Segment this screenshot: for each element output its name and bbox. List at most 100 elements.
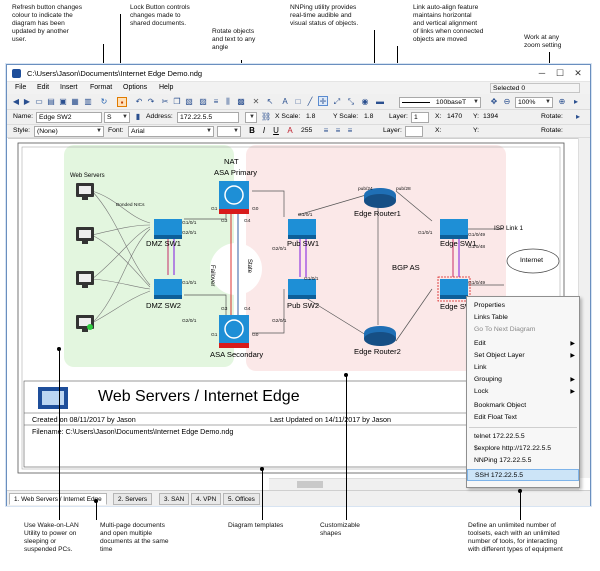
- rectangle-tool-icon[interactable]: □: [295, 97, 301, 106]
- context-menu-item[interactable]: Properties: [467, 300, 579, 312]
- forward-icon[interactable]: ▶: [23, 97, 31, 106]
- internet-label[interactable]: Internet: [520, 257, 544, 264]
- link-align-icon[interactable]: ✛: [318, 96, 328, 106]
- context-menu-item[interactable]: NNPing 172.22.5.5: [467, 455, 579, 467]
- y-value[interactable]: 1394: [483, 113, 499, 120]
- context-menu-item[interactable]: Links Table: [467, 312, 579, 324]
- context-menu-item[interactable]: Edit Float Text: [467, 412, 579, 424]
- layer-dropdown[interactable]: 1: [411, 112, 429, 123]
- menu-options[interactable]: Options: [123, 84, 148, 91]
- font-size-dropdown[interactable]: ▼: [217, 126, 241, 137]
- maximize-button[interactable]: ☐: [555, 68, 565, 78]
- line-tool-icon[interactable]: ╱: [307, 97, 313, 106]
- edge-sw2-label[interactable]: Edge SW2: [440, 302, 477, 311]
- group-icon[interactable]: ▩: [237, 97, 245, 106]
- bold-icon[interactable]: B: [249, 126, 255, 135]
- redo-icon[interactable]: ↷: [147, 97, 155, 106]
- tab-san[interactable]: 3. SAN: [159, 493, 190, 505]
- asa-primary-label[interactable]: ASA Primary: [214, 168, 258, 177]
- zoom-out-icon[interactable]: ⊖: [503, 97, 511, 106]
- shape-properties-icon[interactable]: ▮: [135, 112, 141, 121]
- text-layer-dropdown[interactable]: [405, 126, 423, 137]
- print-icon[interactable]: ▦: [71, 97, 79, 106]
- back-icon[interactable]: ◀: [12, 97, 20, 106]
- pan-icon[interactable]: ✥: [490, 97, 498, 106]
- align-right-icon[interactable]: ≡: [347, 126, 353, 135]
- yscale-value[interactable]: 1.8: [364, 113, 374, 120]
- undo-icon[interactable]: ↶: [135, 97, 143, 106]
- dmz-sw1-label[interactable]: DMZ SW1: [146, 239, 182, 248]
- menu-edit[interactable]: Edit: [37, 84, 50, 91]
- paste-icon[interactable]: ▧: [185, 97, 193, 106]
- menu-file[interactable]: File: [15, 84, 27, 91]
- font-dropdown[interactable]: Arial▼: [128, 126, 214, 137]
- tab-servers[interactable]: 2. Servers: [113, 493, 153, 505]
- style-dropdown[interactable]: (None)▼: [34, 126, 104, 137]
- link-type-dropdown[interactable]: 100baseT ▼: [399, 97, 481, 108]
- toolbar-options-icon[interactable]: ▸: [573, 97, 578, 106]
- save-icon[interactable]: ▣: [59, 97, 67, 106]
- x-value[interactable]: 1470: [447, 113, 463, 120]
- context-menu-item[interactable]: Bookmark Object: [467, 400, 579, 412]
- toolbar-options-icon[interactable]: ▸: [575, 112, 580, 121]
- zoom-in-icon[interactable]: ⊕: [558, 97, 566, 106]
- connector-tool-icon[interactable]: ⤡: [347, 97, 355, 106]
- close-button[interactable]: ✕: [574, 68, 582, 78]
- scrollbar-thumb[interactable]: [297, 481, 323, 488]
- shape-dropdown[interactable]: S▼: [104, 112, 130, 123]
- size-value[interactable]: 255: [301, 127, 313, 134]
- lock-ratio-icon[interactable]: ⛓: [261, 112, 272, 121]
- menu-help[interactable]: Help: [159, 84, 174, 91]
- align-center-icon[interactable]: ≡: [335, 126, 341, 135]
- line-style-icon[interactable]: ▬: [376, 97, 384, 106]
- lock-icon[interactable]: ▪: [117, 97, 127, 107]
- address-field[interactable]: 172.22.5.5: [177, 112, 239, 123]
- context-menu-item[interactable]: Grouping▶: [467, 374, 579, 386]
- tab-vpn[interactable]: 4. VPN: [191, 493, 222, 505]
- context-menu-item[interactable]: Set Object Layer▶: [467, 350, 579, 362]
- tab-web-servers[interactable]: 1. Web Servers / Internet Edge: [9, 493, 107, 505]
- align-icon[interactable]: ≡: [213, 97, 219, 106]
- context-menu-item[interactable]: Link: [467, 362, 579, 374]
- underline-icon[interactable]: U: [273, 126, 279, 135]
- copy-icon[interactable]: ❐: [173, 97, 181, 106]
- context-menu-item[interactable]: Go To Next Diagram: [467, 324, 579, 336]
- title-bar[interactable]: C:\Users\Jason\Documents\Internet Edge D…: [7, 65, 590, 82]
- tab-offices[interactable]: 5. Offices: [223, 493, 260, 505]
- format-painter-icon[interactable]: ▨: [199, 97, 207, 106]
- name-field[interactable]: Edge SW2: [36, 112, 102, 123]
- zoom-dropdown[interactable]: 100% ▼: [515, 97, 553, 108]
- asa-secondary-label[interactable]: ASA Secondary: [210, 350, 264, 359]
- address-dropdown[interactable]: ▼: [245, 112, 257, 123]
- align-left-icon[interactable]: ≡: [323, 126, 329, 135]
- font-color-icon[interactable]: A: [287, 126, 293, 135]
- link-tool-icon[interactable]: ⤢: [333, 97, 341, 106]
- text-tool-icon[interactable]: A: [282, 97, 288, 106]
- print-preview-icon[interactable]: ▥: [84, 97, 92, 106]
- menu-insert[interactable]: Insert: [60, 84, 78, 91]
- context-menu-item[interactable]: Lock▶: [467, 386, 579, 398]
- open-folder-icon[interactable]: ▤: [47, 97, 55, 106]
- distribute-icon[interactable]: ⫼: [226, 97, 230, 106]
- context-menu-item[interactable]: telnet 172.22.5.5: [467, 431, 579, 443]
- refresh-icon[interactable]: ↻: [100, 97, 108, 106]
- pub-sw2-label[interactable]: Pub SW2: [287, 301, 320, 310]
- dmz-sw2-label[interactable]: DMZ SW2: [146, 301, 182, 310]
- port-label: G2/0/1: [272, 319, 287, 324]
- context-menu-item[interactable]: Edit▶: [467, 338, 579, 350]
- xscale-value[interactable]: 1.8: [306, 113, 316, 120]
- minimize-button[interactable]: ─: [538, 68, 546, 78]
- pub-sw1-label[interactable]: Pub SW1: [287, 239, 320, 248]
- edge-router2-label[interactable]: Edge Router2: [354, 347, 401, 356]
- context-menu-item[interactable]: $explore http://172.22.5.5: [467, 443, 579, 455]
- cut-icon[interactable]: ✂: [161, 97, 169, 106]
- delete-icon[interactable]: ✕: [252, 97, 260, 106]
- pointer-tool-icon[interactable]: ↖: [266, 97, 274, 106]
- nnping-icon[interactable]: ◉: [361, 97, 369, 106]
- edge-sw1-label[interactable]: Edge SW1: [440, 239, 477, 248]
- edge-router1-label[interactable]: Edge Router1: [354, 209, 401, 218]
- italic-icon[interactable]: I: [262, 126, 266, 135]
- new-document-icon[interactable]: ▭: [35, 97, 43, 106]
- menu-format[interactable]: Format: [90, 84, 113, 91]
- context-menu-item[interactable]: SSH 172.22.5.5: [467, 469, 579, 481]
